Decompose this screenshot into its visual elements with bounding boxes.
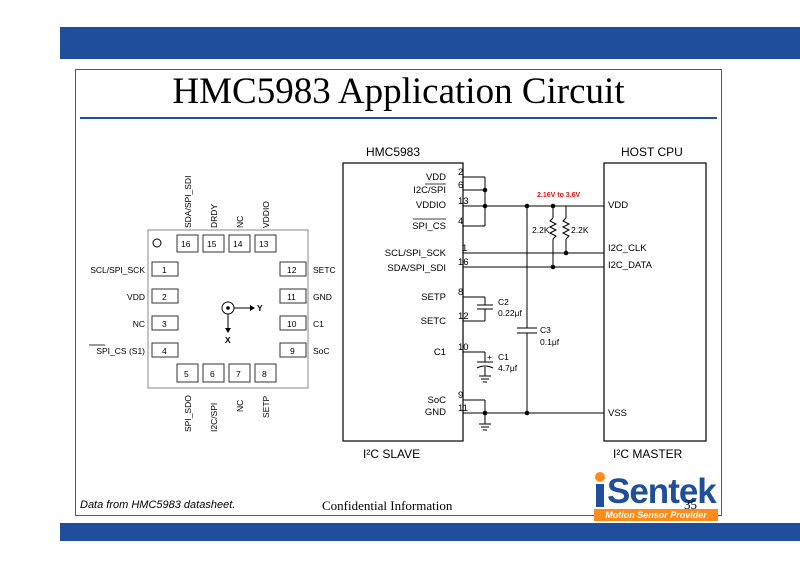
sentek-logo [595,472,605,507]
host-box [603,162,707,442]
pin-num-3: 3 [162,319,167,329]
pin-label-spics: SPI_CS (S1) [96,346,145,356]
pin-label-setp: SETP [261,395,271,418]
axis-x-label: X [225,335,231,345]
pin-num-6: 6 [210,369,215,379]
page-number: 35 [684,497,697,512]
svg-text:SCL/SPI_SCK: SCL/SPI_SCK [385,248,447,259]
svg-text:VDD: VDD [608,200,628,211]
svg-text:SETP: SETP [421,292,446,303]
pin-num-13: 13 [259,239,269,249]
svg-text:12: 12 [458,311,469,322]
pad-15 [202,234,225,253]
svg-text:10: 10 [458,342,469,353]
pin-num-15: 15 [207,239,217,249]
voltage-range: 2.16V to 3.6V [537,192,581,199]
chip-title: HMC5983 [366,145,420,159]
host-footer: I²C MASTER [613,447,683,461]
chip-footer: I²C SLAVE [363,447,420,461]
svg-text:SoC: SoC [428,395,447,406]
c1-name: C1 [498,352,509,362]
svg-text:GND: GND [425,407,446,418]
pad-13 [254,234,277,253]
svg-text:4: 4 [458,216,463,227]
pin-num-5: 5 [184,369,189,379]
r2-value: 2.2K [571,225,589,235]
pin-num-4: 4 [162,346,167,356]
pin-num-11: 11 [287,292,296,302]
pin-label-nc7: NC [235,400,245,412]
pin-num-12: 12 [287,265,297,275]
pin-num-7: 7 [236,369,241,379]
svg-text:6: 6 [458,180,463,191]
pin-label-nc14: NC [235,216,245,228]
logo-tagline: Motion Sensor Provider [594,509,718,521]
svg-text:I2C/SPI: I2C/SPI [413,185,446,196]
svg-text:11: 11 [458,403,468,414]
host-title: HOST CPU [621,145,683,159]
pin-num-16: 16 [181,239,191,249]
svg-text:8: 8 [458,287,463,298]
pad-14 [228,234,251,253]
pin-num-9: 9 [290,346,295,356]
svg-text:9: 9 [458,390,463,401]
pad-16 [176,234,199,253]
pin-label-drdy: DRDY [209,204,219,228]
pin-num-14: 14 [233,239,243,249]
svg-text:2: 2 [458,167,463,178]
confidential-label: Confidential Information [322,498,453,513]
svg-text:SPI_CS: SPI_CS [412,221,446,232]
c2-value: 0.22μf [498,308,522,318]
svg-text:16: 16 [458,257,469,268]
svg-text:VDDIO: VDDIO [416,200,446,211]
svg-text:13: 13 [458,196,469,207]
logo-text: Sentek [607,472,717,511]
svg-text:SETC: SETC [421,316,446,327]
pin-label-i2cspi: I2C/SPI [209,403,219,432]
chip-box [342,162,464,442]
svg-text:C1: C1 [434,347,446,358]
pin-num-10: 10 [287,319,297,329]
pin-num-8: 8 [262,369,267,379]
pin1-marker [152,238,162,248]
pin-label-spisdo: SPI_SDO [183,395,193,432]
svg-text:I2C_CLK: I2C_CLK [608,243,647,254]
title-rule [80,117,717,119]
pin-label-c1: C1 [313,319,324,329]
r1-value: 2.2K [532,225,550,235]
slide-frame [75,69,722,516]
package-outline [147,229,309,389]
pin-label-nc3: NC [133,319,145,329]
svg-text:SDA/SPI_SDI: SDA/SPI_SDI [387,263,446,274]
svg-text:VSS: VSS [608,408,627,419]
pin-label-vddio: VDDIO [261,201,271,228]
pin-num-2: 2 [162,292,167,302]
pin-label-soc: SoC [313,346,330,356]
pin-label-vdd: VDD [127,292,145,302]
pin-label-gnd: GND [313,292,332,302]
pin-label-setc: SETC [313,265,336,275]
pin-label-scl: SCL/SPI_SCK [90,265,145,275]
c3-name: C3 [540,325,551,335]
svg-text:1: 1 [462,243,467,254]
footer-bar [60,523,800,541]
pin-label-sda: SDA/SPI_SDI [183,176,193,228]
c1-value: 4.7μf [498,363,518,373]
slide-title: HMC5983 Application Circuit [172,71,625,112]
pin-num-1: 1 [162,265,167,275]
c1-plus: + [487,352,492,362]
axis-y-label: Y [257,303,263,313]
c3-value: 0.1μf [540,337,560,347]
svg-text:I2C_DATA: I2C_DATA [608,260,653,271]
footnote: Data from HMC5983 datasheet. [80,499,236,511]
svg-text:VDD: VDD [426,172,446,183]
header-bar [60,27,800,59]
c2-name: C2 [498,297,509,307]
